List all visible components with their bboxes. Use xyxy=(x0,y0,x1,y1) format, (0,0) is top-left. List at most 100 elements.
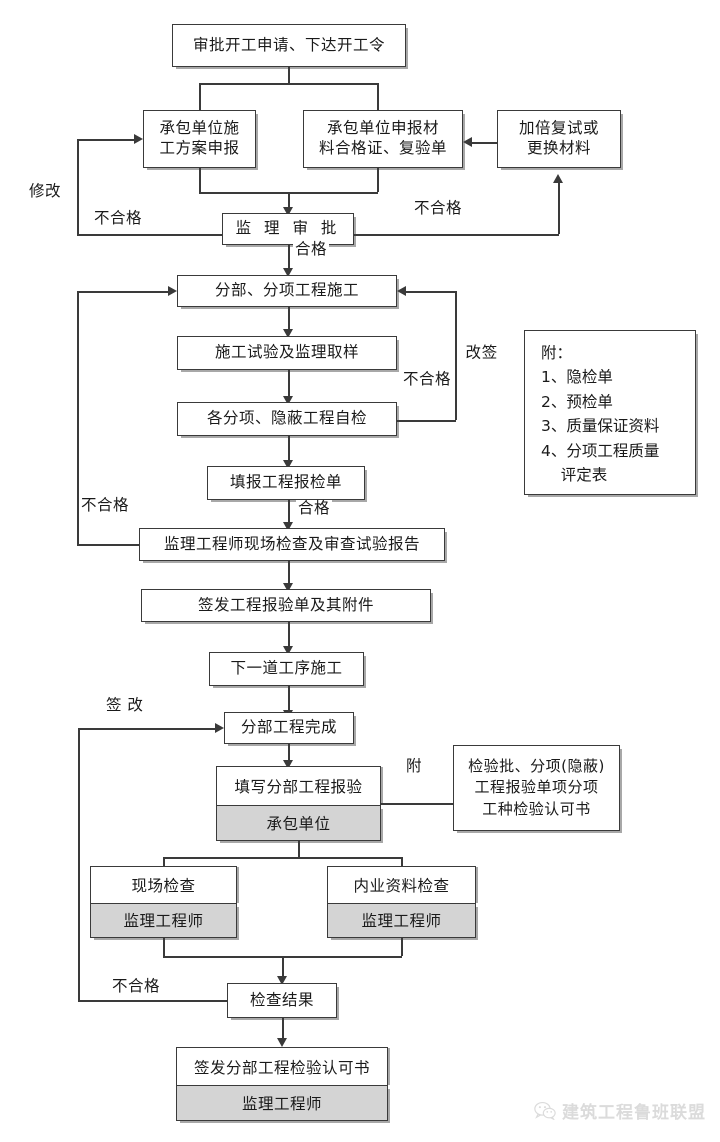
label-sign-modify-bottom: 签 改 xyxy=(104,696,146,715)
connector-longfail-v xyxy=(77,291,79,544)
connector-material-down xyxy=(377,168,379,192)
label-sign-modify-right: 签 改 xyxy=(462,344,499,362)
node-internal-docs-stack: 内业资料检查 监理工程师 xyxy=(327,866,476,938)
connector-split-left xyxy=(199,83,201,110)
node-site-check-owner: 监理工程师 xyxy=(90,902,237,938)
node-issue-division-cert: 签发分部工程检验认可书 xyxy=(176,1047,388,1086)
label-fail-mid-left: 不合格 xyxy=(79,496,132,515)
node-start: 审批开工申请、下达开工令 xyxy=(172,24,406,67)
node-self-inspection: 各分项、隐蔽工程自检 xyxy=(177,402,397,436)
connector-signmod-v xyxy=(78,728,80,1000)
connector-leftcheck-down xyxy=(163,938,165,956)
node-supervisor-review: 监 理 审 批 xyxy=(222,213,354,245)
connector-retest-to-material xyxy=(472,142,497,144)
connector-division-to-fill xyxy=(288,744,290,762)
arrow-into-review xyxy=(283,207,293,216)
connector-fail-right-h xyxy=(354,234,559,236)
connector-fail-left-v xyxy=(77,139,79,234)
node-issue-division-owner: 监理工程师 xyxy=(176,1084,388,1121)
arrow-into-issue-form xyxy=(283,583,293,592)
connector-fail-left-to-plan xyxy=(77,139,134,141)
connector-rightcheck-down xyxy=(401,938,403,956)
node-fill-division-form: 填写分部工程报验 xyxy=(216,766,381,806)
connector-mid-fail-v xyxy=(455,291,457,420)
node-site-check-stack: 现场检查 监理工程师 xyxy=(90,866,237,938)
watermark-text: 建筑工程鲁班联盟 xyxy=(562,1103,706,1123)
node-subproject-construction: 分部、分项工程施工 xyxy=(177,275,397,307)
connector-construct-to-test xyxy=(288,307,290,331)
notes-header: 附： xyxy=(541,344,573,362)
connector-signmod-h xyxy=(78,728,215,730)
connector-result-to-cert xyxy=(282,1018,284,1040)
notes-item-1: 1、隐检单 xyxy=(541,368,613,387)
node-engineer-site-check: 监理工程师现场检查及审查试验报告 xyxy=(139,528,445,561)
label-fail-left-top: 不合格 xyxy=(92,209,145,228)
connector-split-right xyxy=(377,83,379,110)
node-next-process: 下一道工序施工 xyxy=(209,652,364,686)
connector-result-down xyxy=(282,956,284,978)
node-fill-division-stack: 填写分部工程报验 承包单位 xyxy=(216,766,381,841)
node-retest-or-replace: 加倍复试或 更换材料 xyxy=(497,110,621,168)
connector-start-down xyxy=(288,67,290,83)
connector-next-to-division xyxy=(288,686,290,712)
connector-engineer-to-issue xyxy=(288,561,290,585)
connector-plan-down xyxy=(199,168,201,192)
arrow-into-check-result xyxy=(277,976,287,985)
arrow-into-issue-division-cert xyxy=(277,1038,287,1047)
label-pass-mid: 合格 xyxy=(296,499,333,518)
node-internal-docs-check: 内业资料检查 xyxy=(327,866,476,904)
connector-merge-down xyxy=(288,192,290,208)
node-issue-acceptance-form: 签发工程报验单及其附件 xyxy=(141,589,431,622)
arrow-into-next-process xyxy=(283,646,293,655)
node-attachment-note: 检验批、分项(隐蔽) 工程报验单项分项 工种检验认可书 xyxy=(453,745,620,831)
node-test-sampling: 施工试验及监理取样 xyxy=(177,336,397,370)
watermark: 建筑工程鲁班联盟 xyxy=(534,1098,706,1123)
arrow-mid-fail-to-construct xyxy=(397,286,406,296)
node-check-result: 检查结果 xyxy=(227,983,337,1018)
notes-panel: 附： 1、隐检单 2、预检单 3、质量保证资料 4、分项工程质量 评定表 xyxy=(524,330,696,495)
notes-item-4: 4、分项工程质量 xyxy=(541,441,660,460)
arrow-retest-to-material xyxy=(463,137,472,147)
connector-longfail-to-construct xyxy=(77,291,168,293)
arrow-into-fill-division xyxy=(283,760,293,769)
node-material-cert: 承包单位申报材 料合格证、复验单 xyxy=(303,110,463,168)
notes-item-3: 3、质量保证资料 xyxy=(541,417,660,436)
connector-attachment-h xyxy=(381,803,453,805)
connector-fail-right-v xyxy=(558,183,560,234)
node-contractor-plan: 承包单位施 工方案申报 xyxy=(143,110,256,168)
connector-mid-fail-to-construct xyxy=(406,291,455,293)
label-fail-bottom: 不合格 xyxy=(110,977,163,996)
arrow-into-engineer-check xyxy=(283,522,293,531)
notes-item-2: 2、预检单 xyxy=(541,392,613,411)
label-modify: 修改 xyxy=(27,182,64,201)
node-issue-division-stack: 签发分部工程检验认可书 监理工程师 xyxy=(176,1047,388,1121)
node-fill-inspection-form: 填报工程报检单 xyxy=(207,466,365,500)
arrow-into-self-inspection xyxy=(283,396,293,405)
connector-review-down xyxy=(288,245,290,270)
arrow-fail-left-to-plan xyxy=(134,134,143,144)
arrow-into-test xyxy=(283,329,293,338)
node-internal-docs-owner: 监理工程师 xyxy=(327,902,476,938)
node-division-complete: 分部工程完成 xyxy=(224,712,354,744)
connector-checks-bus xyxy=(163,857,402,859)
arrow-signmod-to-division xyxy=(215,723,224,733)
connector-test-to-self xyxy=(288,370,290,398)
connector-split-bus xyxy=(199,83,378,85)
connector-fill-to-engineer xyxy=(288,500,290,524)
connector-checks-right xyxy=(401,857,403,869)
arrow-fail-right-to-retest xyxy=(553,174,563,183)
arrow-into-construction xyxy=(283,268,293,277)
label-attach-bottom: 附 xyxy=(404,757,425,776)
connector-owner-down xyxy=(298,841,300,857)
arrow-into-fill-form xyxy=(283,460,293,469)
arrow-longfail-to-construct xyxy=(168,286,177,296)
connector-bottomfail-h xyxy=(78,1000,227,1002)
connector-checks-left xyxy=(163,857,165,869)
connector-fail-left-h xyxy=(77,234,222,236)
wechat-icon xyxy=(534,1101,556,1120)
connector-issue-to-next xyxy=(288,622,290,648)
node-fill-division-owner: 承包单位 xyxy=(216,804,381,841)
node-site-check: 现场检查 xyxy=(90,866,237,904)
connector-self-to-fill xyxy=(288,436,290,462)
